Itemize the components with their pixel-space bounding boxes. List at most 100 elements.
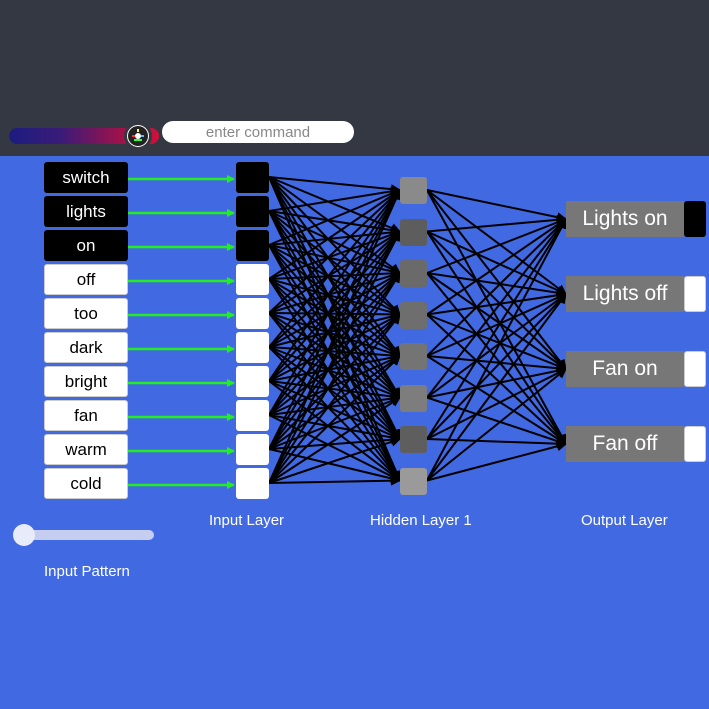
weight-line	[268, 313, 401, 450]
hidden-node	[400, 218, 427, 246]
weight-line	[268, 176, 401, 195]
output-label: Fan on	[566, 351, 684, 387]
output-layer-label: Output Layer	[581, 512, 668, 529]
output-label: Lights on	[566, 201, 684, 237]
hidden-node	[400, 260, 427, 287]
weight-line	[426, 355, 567, 445]
temperature-slider[interactable]	[9, 128, 159, 144]
hidden-node	[400, 426, 427, 453]
weight-line	[426, 293, 567, 399]
weight-line	[268, 186, 401, 212]
input-word-cold[interactable]: cold	[44, 468, 128, 499]
weight-line	[426, 218, 567, 440]
weight-line	[426, 218, 567, 316]
weight-line	[268, 188, 401, 246]
weight-line	[426, 368, 567, 482]
weight-line	[426, 313, 567, 371]
weight-line	[426, 396, 567, 446]
weight-line	[426, 230, 567, 445]
input-node	[236, 230, 269, 261]
weight-line	[268, 189, 401, 450]
weight-line	[268, 189, 401, 416]
weight-line	[268, 437, 401, 484]
weight-line	[268, 230, 401, 348]
weight-line	[268, 272, 401, 382]
hidden-node	[400, 177, 427, 204]
weight-line	[268, 270, 401, 314]
hidden-node	[400, 343, 427, 370]
gauge-icon	[128, 126, 148, 146]
output-activation	[684, 201, 706, 237]
weight-line	[426, 218, 567, 357]
weight-line	[426, 293, 567, 482]
weight-line	[426, 290, 567, 316]
input-node	[236, 366, 269, 397]
weight-line	[426, 217, 567, 274]
slider-thumb[interactable]	[124, 122, 152, 150]
input-word-on[interactable]: on	[44, 230, 128, 261]
weight-line	[268, 189, 401, 484]
weight-line	[426, 368, 567, 440]
weight-line	[426, 272, 567, 445]
input-word-off[interactable]: off	[44, 264, 128, 295]
output-activation	[684, 426, 706, 462]
weight-line	[426, 313, 567, 445]
weight-line	[268, 272, 401, 416]
input-pattern-thumb[interactable]	[13, 524, 35, 546]
weight-line	[268, 230, 401, 416]
weight-line	[268, 189, 401, 382]
input-word-too[interactable]: too	[44, 298, 128, 329]
weight-line	[426, 293, 567, 357]
input-node	[236, 400, 269, 431]
output-node: Fan on	[566, 351, 706, 387]
input-node	[236, 298, 269, 329]
input-word-switch[interactable]: switch	[44, 162, 128, 193]
weight-line	[268, 355, 401, 484]
output-activation	[684, 351, 706, 387]
weight-line	[268, 230, 401, 484]
top-toolbar	[0, 0, 709, 156]
weight-line	[268, 189, 401, 348]
input-node	[236, 434, 269, 465]
weight-line	[268, 311, 401, 348]
input-node	[236, 196, 269, 227]
weight-line	[268, 230, 401, 314]
weight-line	[268, 272, 401, 450]
input-word-bright[interactable]: bright	[44, 366, 128, 397]
weight-line	[426, 214, 567, 233]
input-layer-label: Input Layer	[209, 512, 285, 529]
weight-line	[268, 313, 401, 416]
weight-line	[268, 313, 401, 382]
weight-line	[268, 313, 401, 484]
output-node: Lights on	[566, 201, 706, 237]
weight-line	[426, 441, 567, 482]
hidden-node	[400, 467, 427, 495]
weight-line	[268, 189, 401, 280]
weight-line	[426, 355, 567, 374]
input-word-fan[interactable]: fan	[44, 400, 128, 431]
weight-line	[426, 230, 567, 370]
weight-line	[426, 365, 567, 399]
weight-line	[268, 309, 401, 320]
weight-line	[268, 230, 401, 382]
input-pattern-slider[interactable]	[16, 530, 154, 540]
weight-line	[426, 293, 567, 440]
hidden-node	[400, 384, 427, 412]
command-input[interactable]	[162, 121, 354, 143]
weight-line	[426, 272, 567, 298]
weight-line	[268, 272, 401, 348]
input-word-dark[interactable]: dark	[44, 332, 128, 363]
input-pattern-label: Input Pattern	[44, 563, 130, 580]
input-word-lights[interactable]: lights	[44, 196, 128, 227]
input-word-warm[interactable]: warm	[44, 434, 128, 465]
input-node	[236, 468, 269, 499]
output-node: Fan off	[566, 426, 706, 462]
input-node	[236, 332, 269, 363]
weight-line	[426, 189, 567, 445]
output-activation	[684, 276, 706, 312]
weight-line	[426, 272, 567, 370]
weight-line	[426, 438, 567, 449]
weight-line	[426, 218, 567, 481]
input-node	[236, 162, 269, 193]
